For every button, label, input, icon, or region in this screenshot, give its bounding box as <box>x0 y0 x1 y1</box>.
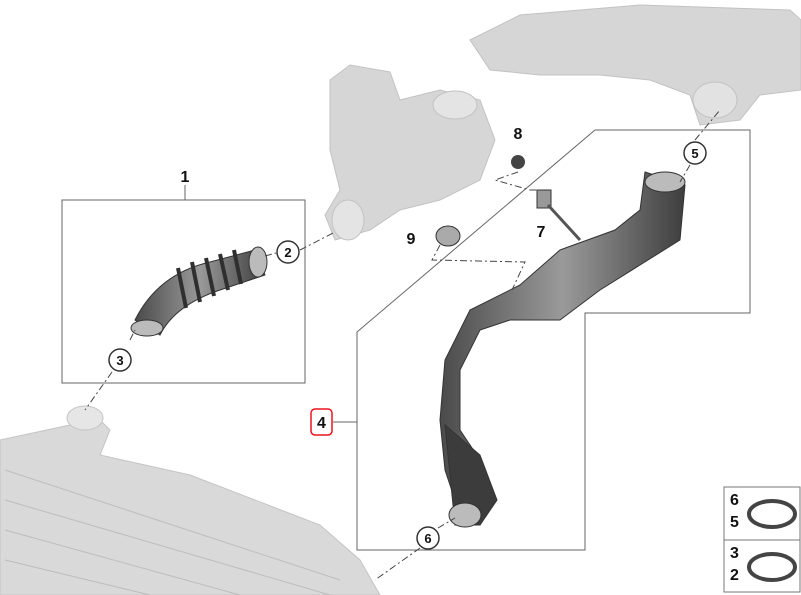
callout-8[interactable]: 8 <box>514 126 523 143</box>
intercooler-ghost <box>0 405 381 595</box>
legend-label: 6 <box>730 492 739 509</box>
sensor-7[interactable] <box>536 189 582 242</box>
callout-4-label: 4 <box>317 415 326 432</box>
callout-5[interactable]: 5 <box>683 141 707 165</box>
cap-8[interactable] <box>511 155 525 169</box>
charge-air-hose-1[interactable] <box>130 246 268 337</box>
legend-label: 3 <box>730 545 739 562</box>
o-ring-icon <box>747 499 797 529</box>
callout-7[interactable]: 7 <box>537 224 546 241</box>
seal-legend-6-5[interactable]: 6 5 <box>723 486 801 541</box>
callout-8-label: 8 <box>514 126 523 143</box>
callout-9[interactable]: 9 <box>407 231 416 248</box>
callout-4-selected[interactable]: 4 <box>310 408 333 436</box>
callout-6-label: 6 <box>424 531 431 546</box>
callout-1[interactable]: 1 <box>181 169 190 186</box>
callout-5-label: 5 <box>691 146 698 161</box>
legend-label: 5 <box>730 514 739 531</box>
callout-1-label: 1 <box>181 169 190 186</box>
callout-3-label: 3 <box>116 353 123 368</box>
o-ring-icon <box>747 552 797 582</box>
callout-9-label: 9 <box>407 231 416 248</box>
callout-2-label: 2 <box>284 245 291 260</box>
clamp-9[interactable] <box>435 225 461 247</box>
frame-part-4 <box>333 129 751 551</box>
turbocharger-ghost <box>324 64 496 241</box>
leader-lines <box>84 109 721 581</box>
seal-legend-3-2[interactable]: 3 2 <box>723 539 801 593</box>
callout-7-label: 7 <box>537 224 546 241</box>
intake-manifold-ghost <box>469 4 801 126</box>
charge-air-pipe-4[interactable] <box>439 171 686 528</box>
callout-2[interactable]: 2 <box>276 240 300 264</box>
callout-6[interactable]: 6 <box>416 526 440 550</box>
legend-label: 2 <box>730 567 739 584</box>
callout-3[interactable]: 3 <box>108 348 132 372</box>
frame-part-1 <box>61 185 306 384</box>
